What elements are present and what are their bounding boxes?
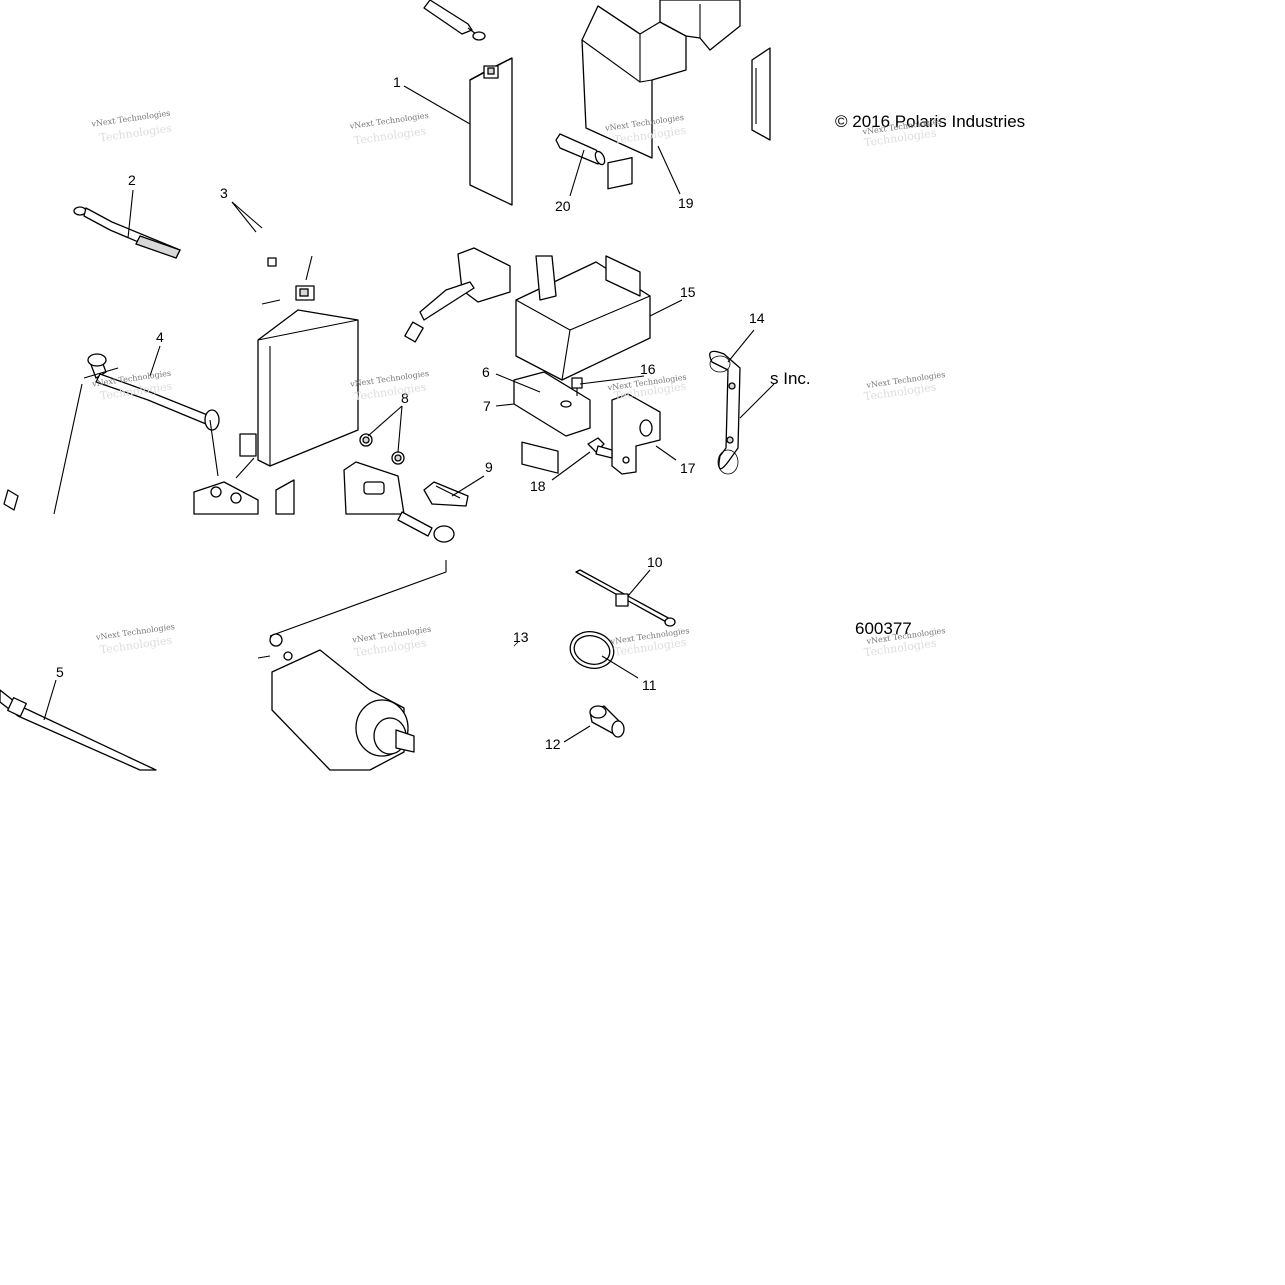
side-panel-part xyxy=(751,47,771,141)
battery-cover-part xyxy=(581,0,741,159)
bolt-16-part xyxy=(571,377,583,396)
leader-lines xyxy=(43,85,775,743)
bracket-plate-part xyxy=(343,461,405,515)
hose-clamp-part xyxy=(569,631,615,669)
callout-12: 12 xyxy=(545,736,561,752)
callout-16: 16 xyxy=(640,361,656,377)
left-bolt-part xyxy=(3,489,19,511)
foam-tube-part xyxy=(555,133,606,166)
bolt-18-part xyxy=(587,437,613,459)
positive-cable-part xyxy=(83,353,220,431)
callout-1: 1 xyxy=(393,74,401,90)
solenoid-part xyxy=(193,481,259,515)
callout-7: 7 xyxy=(483,398,491,414)
callout-14: 14 xyxy=(749,310,765,326)
callout-11: 11 xyxy=(642,677,657,693)
starter-cable-part xyxy=(269,511,455,637)
callout-2: 2 xyxy=(128,172,136,188)
spacer-block-part xyxy=(239,433,257,457)
callout-18: 18 xyxy=(530,478,546,494)
starter-motor-part xyxy=(269,633,415,771)
callout-3: 3 xyxy=(220,185,228,201)
callout-5: 5 xyxy=(56,664,64,680)
battery-upper-part xyxy=(469,57,513,206)
watermark: Technologies vNext Technologies xyxy=(351,625,432,660)
callout-9: 9 xyxy=(485,459,493,475)
watermark: Technologies vNext Technologies xyxy=(348,111,429,148)
callout-6: 6 xyxy=(482,364,490,380)
callout-15: 15 xyxy=(680,284,696,300)
callout-labels: 1 2 3 4 5 6 7 8 9 10 11 12 13 14 15 16 1… xyxy=(56,74,765,752)
callout-8: 8 xyxy=(401,390,409,406)
negative-cable-part xyxy=(73,206,181,259)
hold-down-part xyxy=(423,481,469,507)
terminal-clip-part xyxy=(275,479,295,515)
watermark: Technologies vNext Technologies xyxy=(609,626,690,659)
battery-main-part xyxy=(257,257,359,467)
callout-20: 20 xyxy=(555,198,571,214)
strap-part xyxy=(709,350,741,475)
terminal-boot-part xyxy=(589,705,625,738)
watermark: Technologies vNext Technologies xyxy=(606,373,687,403)
nut-8a-part xyxy=(359,433,373,447)
copyright-text: © 2016 Polaris Industries xyxy=(835,112,1025,131)
callout-10: 10 xyxy=(647,554,663,570)
figure-number: 600377 xyxy=(855,619,912,638)
callout-13: 13 xyxy=(513,629,529,645)
watermark: Technologies vNext Technologies xyxy=(863,370,946,403)
long-cable-part xyxy=(0,689,157,771)
watermark: Technologies vNext Technologies xyxy=(349,369,430,404)
cable-tie-part xyxy=(575,569,676,627)
watermark: Technologies vNext Technologies xyxy=(94,622,175,657)
top-cable-part xyxy=(423,0,486,41)
plate-17-part xyxy=(611,393,661,475)
copyright-fragment-text: s Inc. xyxy=(770,369,811,388)
battery-tray-part xyxy=(515,156,651,474)
nut-8b-part xyxy=(391,451,405,465)
callout-4: 4 xyxy=(156,329,164,345)
harness-connector-part xyxy=(404,247,511,343)
watermark: Technologies vNext Technologies xyxy=(90,109,173,145)
callout-17: 17 xyxy=(680,460,696,476)
callout-19: 19 xyxy=(678,195,694,211)
